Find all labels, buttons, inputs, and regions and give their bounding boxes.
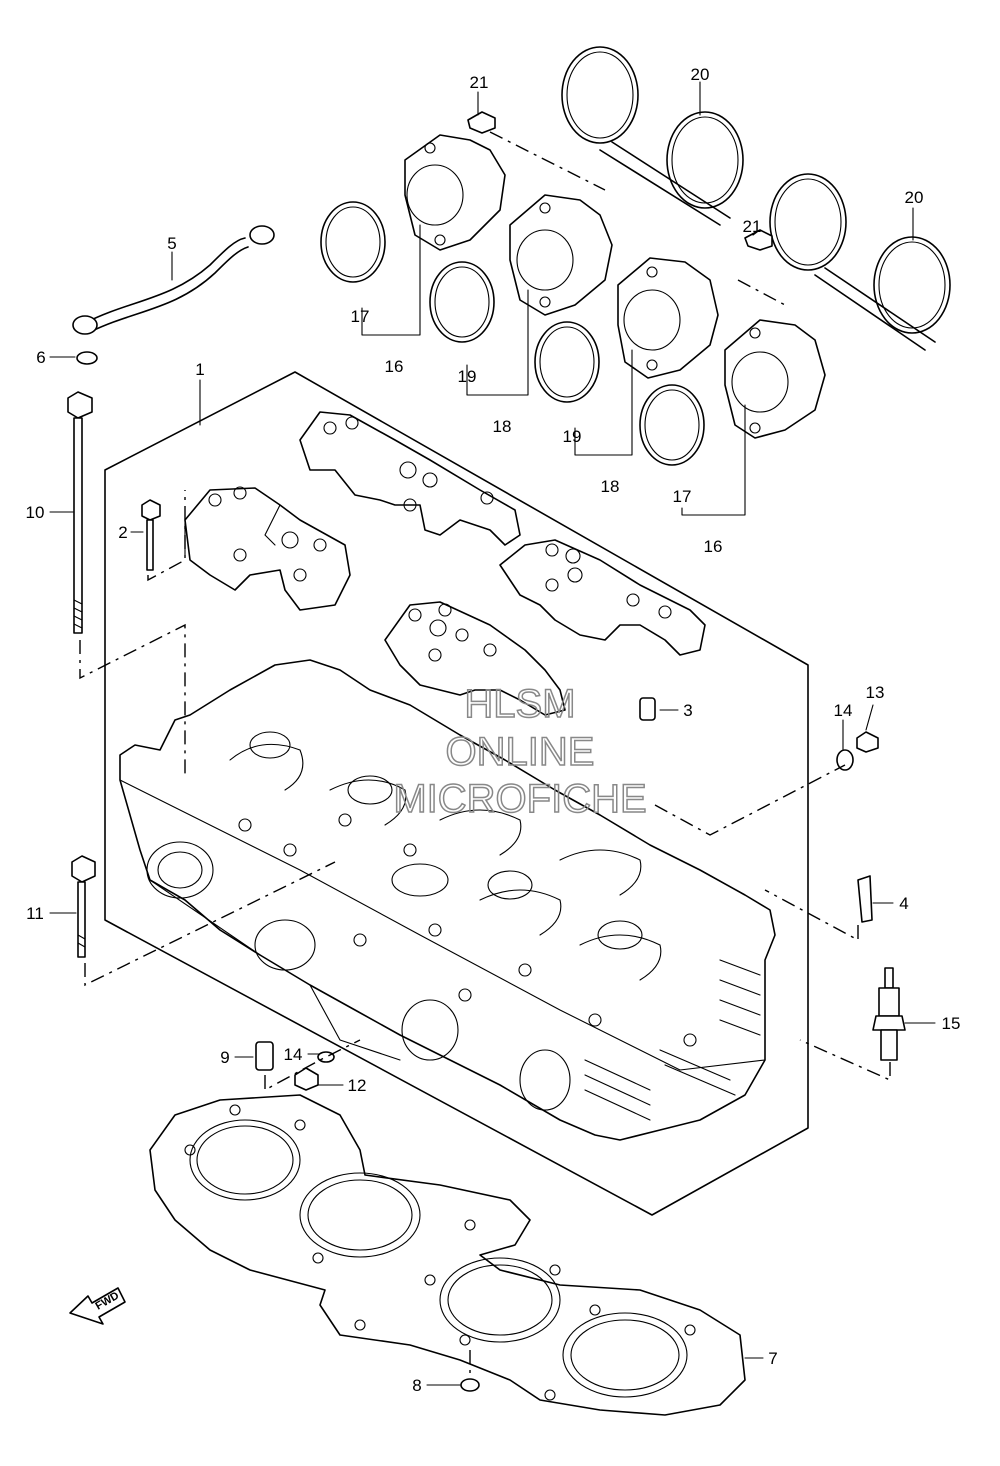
callout-19b: 19 (563, 427, 582, 446)
o-ring-17a (320, 201, 386, 283)
camshaft-holder-center (384, 601, 566, 716)
bolt-10 (67, 391, 93, 634)
watermark-line-3: MICROFICHE (393, 777, 646, 821)
callout-16b: 16 (704, 537, 723, 556)
o-ring-17b (639, 384, 705, 466)
dowel-pin-9 (255, 1041, 274, 1071)
callouts: 1 2 3 4 5 6 7 8 9 10 11 12 13 14 14 15 1… (26, 65, 961, 1395)
callout-7: 7 (768, 1349, 777, 1368)
callout-20b: 20 (905, 188, 924, 207)
callout-3: 3 (683, 701, 692, 720)
callout-14b: 14 (284, 1045, 303, 1064)
callout-18a: 18 (493, 417, 512, 436)
callout-11: 11 (26, 904, 44, 923)
leader-lines (49, 81, 936, 1386)
callout-9: 9 (220, 1048, 229, 1067)
callout-4: 4 (899, 894, 908, 913)
cylinder-head-gasket (149, 1094, 746, 1416)
camshaft-holder-right (499, 539, 706, 656)
watermark-line-2: ONLINE (446, 730, 595, 774)
cylinder-head-frame (104, 371, 809, 1216)
clamp-20a (561, 46, 744, 226)
screw-21b (744, 229, 773, 251)
intake-pipe-3 (617, 257, 719, 379)
callout-6: 6 (36, 348, 45, 367)
callout-12: 12 (348, 1076, 367, 1095)
callout-17a: 17 (351, 307, 370, 326)
camshaft-holder-center-top (299, 411, 521, 546)
callout-17b: 17 (673, 487, 692, 506)
o-ring-19a (429, 261, 495, 343)
callout-13: 13 (866, 683, 885, 702)
spark-plug (872, 967, 906, 1061)
camshaft-holder-left (184, 486, 351, 611)
callout-18b: 18 (601, 477, 620, 496)
bolt-2 (141, 499, 161, 571)
callout-20a: 20 (691, 65, 710, 84)
callout-1: 1 (195, 360, 204, 379)
bolt-12 (294, 1067, 319, 1091)
callout-21b: 21 (743, 217, 762, 236)
watermark-line-1: HLSM (464, 682, 575, 726)
intake-pipe-1 (404, 134, 506, 251)
intake-pipe-4 (724, 319, 826, 439)
o-ring-19b (534, 321, 600, 403)
screw-21a (467, 111, 496, 134)
callout-2: 2 (118, 523, 127, 542)
callout-8: 8 (412, 1376, 421, 1395)
intake-pipe-2 (509, 194, 613, 316)
callout-14a: 14 (834, 701, 853, 720)
washer-8 (460, 1378, 480, 1392)
callout-19a: 19 (458, 367, 477, 386)
washer-14b (836, 749, 854, 771)
watermark: HLSM ONLINE MICROFICHE (393, 681, 648, 822)
callout-5: 5 (167, 234, 176, 253)
oil-hose (72, 225, 275, 335)
pin-4 (857, 875, 873, 923)
dowel-pin-3 (639, 697, 656, 721)
bolt-13 (856, 731, 879, 753)
clamp-20b (769, 173, 951, 351)
callout-15: 15 (942, 1014, 961, 1033)
callout-16a: 16 (385, 357, 404, 376)
callout-10: 10 (26, 503, 45, 522)
bolt-11 (71, 855, 96, 958)
callout-21a: 21 (470, 73, 489, 92)
washer-6 (76, 351, 98, 365)
cylinder-head-body (119, 659, 776, 1141)
forward-arrow: FWD (69, 1287, 126, 1325)
assembly-lines (79, 131, 891, 1380)
